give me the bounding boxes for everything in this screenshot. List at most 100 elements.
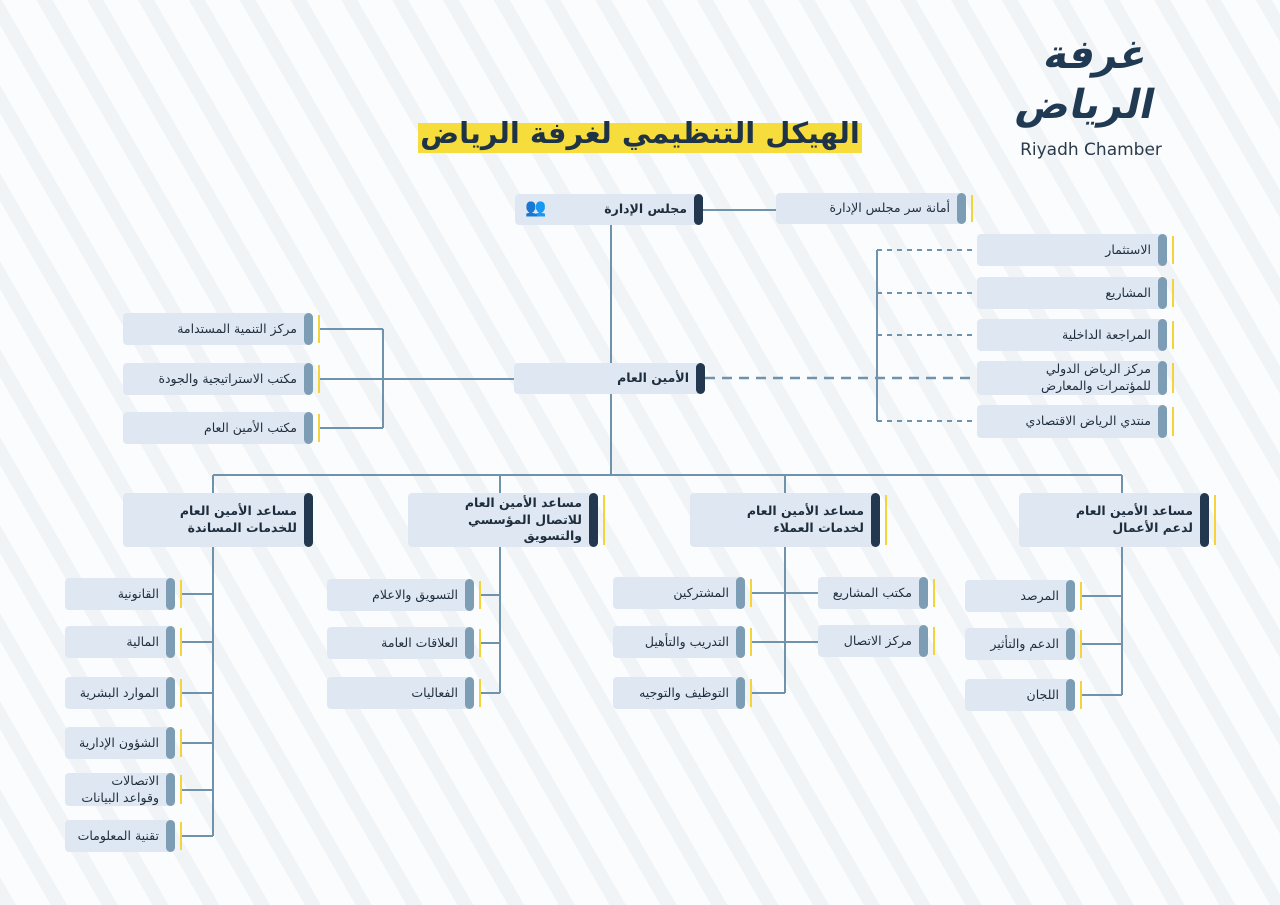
- box-side-bar: [1158, 234, 1167, 266]
- box-side-bar: [1158, 405, 1167, 438]
- accent-line: [971, 195, 973, 222]
- box-label: الاستثمار: [1105, 241, 1151, 257]
- box-side-bar: [166, 727, 175, 759]
- box-side-bar: [465, 627, 474, 659]
- accent-line: [318, 315, 320, 343]
- box-side-bar: [304, 493, 313, 547]
- board-secretariat-box[interactable]: أمانة سر مجلس الإدارة: [776, 193, 973, 224]
- riyadh-chamber-logo: غرفة الرياض Riyadh Chamber: [975, 30, 1207, 160]
- accent-line: [885, 495, 887, 545]
- sg-right-unit[interactable]: مركز الرياض الدولي للمؤتمرات والمعارض: [977, 361, 1174, 395]
- box-label: اللجان: [1026, 686, 1059, 702]
- box-side-bar: [589, 493, 598, 547]
- accent-line: [1172, 321, 1174, 349]
- box-label: مكتب الأمين العام: [203, 419, 297, 435]
- assistant-business-support[interactable]: مساعد الأمين العام لدعم الأعمال: [1019, 493, 1216, 547]
- unit-box[interactable]: الاتصالات وقواعد البيانات: [65, 772, 182, 806]
- box-side-bar: [736, 577, 745, 609]
- box-label: أمانة سر مجلس الإدارة: [829, 200, 950, 216]
- board-box[interactable]: 👥 مجلس الإدارة: [515, 194, 703, 225]
- box-label: الاتصالات وقواعد البيانات: [81, 772, 159, 805]
- accent-line: [318, 365, 320, 393]
- box-label: التسويق والاعلام: [372, 586, 458, 602]
- box-label: مساعد الأمين العام للاتصال المؤسسي والتس…: [464, 494, 582, 544]
- box-side-bar: [919, 577, 928, 609]
- accent-line: [479, 581, 481, 609]
- sg-left-unit[interactable]: مكتب الأمين العام: [123, 412, 320, 444]
- box-label: الدعم والتأثير: [990, 635, 1059, 651]
- unit-box[interactable]: الدعم والتأثير: [965, 628, 1082, 660]
- box-side-bar: [736, 677, 745, 709]
- unit-box[interactable]: الموارد البشرية: [65, 677, 182, 709]
- accent-line: [1080, 681, 1082, 709]
- box-label: مكتب الاستراتيجية والجودة: [158, 370, 297, 386]
- board-label: مجلس الإدارة: [604, 201, 687, 217]
- box-label: مركز الرياض الدولي للمؤتمرات والمعارض: [1041, 361, 1151, 393]
- box-side-bar: [1066, 628, 1075, 660]
- unit-box[interactable]: القانونية: [65, 578, 182, 610]
- box-side-bar: [166, 820, 175, 852]
- box-label: منتدي الرياض الاقتصادي: [1025, 413, 1151, 429]
- box-side-bar: [465, 677, 474, 709]
- unit-box[interactable]: المالية: [65, 626, 182, 658]
- unit-box[interactable]: تقنية المعلومات: [65, 820, 182, 852]
- accent-line: [180, 580, 182, 608]
- accent-line: [750, 679, 752, 707]
- unit-box[interactable]: مركز الاتصال: [818, 625, 935, 657]
- unit-box[interactable]: التوظيف والتوجيه: [613, 677, 752, 709]
- box-side-bar: [1200, 493, 1209, 547]
- box-label: المالية: [126, 633, 159, 649]
- accent-line: [1214, 495, 1216, 545]
- box-side-bar: [166, 773, 175, 806]
- assistant-customer-services[interactable]: مساعد الأمين العام لخدمات العملاء: [690, 493, 887, 547]
- unit-box[interactable]: الفعاليات: [327, 677, 481, 709]
- box-label: القانونية: [117, 585, 159, 601]
- sg-right-unit[interactable]: المشاريع: [977, 277, 1174, 309]
- accent-line: [603, 495, 605, 545]
- box-label: المرصد: [1020, 587, 1059, 603]
- accent-line: [750, 579, 752, 607]
- sg-left-unit[interactable]: مركز التنمية المستدامة: [123, 313, 320, 345]
- box-label: مكتب المشاريع: [832, 584, 912, 600]
- box-label: المراجعة الداخلية: [1062, 326, 1151, 342]
- box-label: المشاريع: [1105, 284, 1151, 300]
- box-label: مركز التنمية المستدامة: [177, 320, 297, 336]
- secretary-general-box[interactable]: الأمين العام: [514, 363, 705, 394]
- box-label: مساعد الأمين العام لدعم الأعمال: [1075, 503, 1193, 535]
- box-side-bar: [1158, 361, 1167, 395]
- unit-box[interactable]: التدريب والتأهيل: [613, 626, 752, 658]
- box-label: الموارد البشرية: [79, 684, 159, 700]
- sg-right-unit[interactable]: منتدي الرياض الاقتصادي: [977, 405, 1174, 438]
- sg-right-unit[interactable]: الاستثمار: [977, 234, 1174, 266]
- accent-line: [1172, 363, 1174, 393]
- accent-line: [180, 628, 182, 656]
- box-label: الأمين العام: [617, 370, 689, 386]
- accent-line: [1172, 236, 1174, 264]
- box-side-bar: [1158, 319, 1167, 351]
- unit-box[interactable]: المرصد: [965, 580, 1082, 612]
- unit-box[interactable]: مكتب المشاريع: [818, 577, 935, 609]
- unit-box[interactable]: الشؤون الإدارية: [65, 727, 182, 759]
- unit-box[interactable]: التسويق والاعلام: [327, 579, 481, 611]
- accent-line: [750, 628, 752, 656]
- accent-line: [933, 579, 935, 607]
- box-label: الفعاليات: [411, 684, 458, 700]
- box-side-bar: [1158, 277, 1167, 309]
- unit-box[interactable]: اللجان: [965, 679, 1082, 711]
- accent-line: [180, 775, 182, 804]
- unit-box[interactable]: العلاقات العامة: [327, 627, 481, 659]
- box-side-bar: [694, 194, 703, 225]
- unit-box[interactable]: المشتركين: [613, 577, 752, 609]
- accent-line: [1080, 630, 1082, 658]
- box-side-bar: [871, 493, 880, 547]
- box-side-bar: [304, 363, 313, 395]
- assistant-communication-marketing[interactable]: مساعد الأمين العام للاتصال المؤسسي والتس…: [408, 493, 605, 547]
- box-side-bar: [1066, 580, 1075, 612]
- assistant-support-services[interactable]: مساعد الأمين العام للخدمات المساندة: [123, 493, 313, 547]
- sg-right-unit[interactable]: المراجعة الداخلية: [977, 319, 1174, 351]
- sg-left-unit[interactable]: مكتب الاستراتيجية والجودة: [123, 363, 320, 395]
- accent-line: [1172, 279, 1174, 307]
- box-side-bar: [166, 677, 175, 709]
- box-side-bar: [166, 626, 175, 658]
